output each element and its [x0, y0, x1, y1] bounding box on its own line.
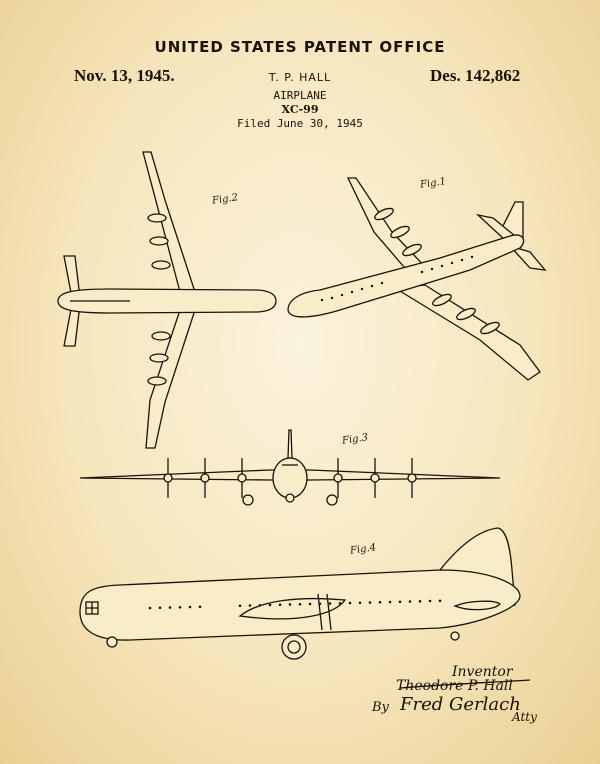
window-dot	[278, 603, 282, 607]
patent-office-heading: UNITED STATES PATENT OFFICE	[154, 38, 446, 56]
window-dot	[188, 605, 192, 609]
window-dot	[308, 602, 312, 606]
window-dot	[438, 599, 442, 603]
window-dot	[238, 604, 242, 608]
patent-date: Nov. 13, 1945.	[74, 66, 175, 85]
window-dot	[268, 603, 272, 607]
window-dot	[148, 606, 152, 610]
inventor-name: Theodore P. Hall	[396, 678, 513, 694]
inventor-short: T. P. HALL	[268, 71, 332, 84]
window-dot	[288, 603, 292, 606]
by-label: By	[372, 700, 389, 715]
window-dot	[408, 600, 412, 603]
window-dot	[158, 606, 162, 610]
window-dot	[318, 602, 322, 606]
window-dot	[178, 605, 182, 609]
window-dot	[338, 601, 342, 605]
patent-title: AIRPLANE	[273, 89, 327, 102]
window-dot	[348, 601, 352, 605]
front-view-airplane	[79, 429, 501, 506]
patent-number: Des. 142,862	[430, 66, 521, 85]
window-dot	[398, 600, 402, 604]
window-dot	[358, 601, 362, 605]
attorney-label: Atty	[512, 710, 537, 724]
inventor-label: Inventor	[452, 664, 513, 680]
window-dot	[388, 600, 392, 604]
window-dot	[418, 599, 422, 603]
window-dot	[298, 602, 302, 606]
perspective-view-airplane	[287, 177, 547, 381]
window-dot	[368, 601, 372, 604]
window-dot	[168, 606, 172, 609]
signature-flourish	[399, 679, 531, 689]
window-dot	[378, 600, 382, 604]
attorney-signature: Fred Gerlach	[400, 694, 521, 715]
filed-date: Filed June 30, 1945	[237, 117, 363, 130]
side-view-airplane	[79, 527, 521, 660]
window-dot	[198, 605, 202, 609]
aircraft-model: XC-99	[281, 103, 319, 116]
top-view-airplane	[57, 151, 277, 449]
window-dot	[248, 604, 252, 607]
window-dot	[258, 603, 262, 607]
window-dot	[428, 599, 432, 603]
window-dot	[328, 602, 332, 605]
